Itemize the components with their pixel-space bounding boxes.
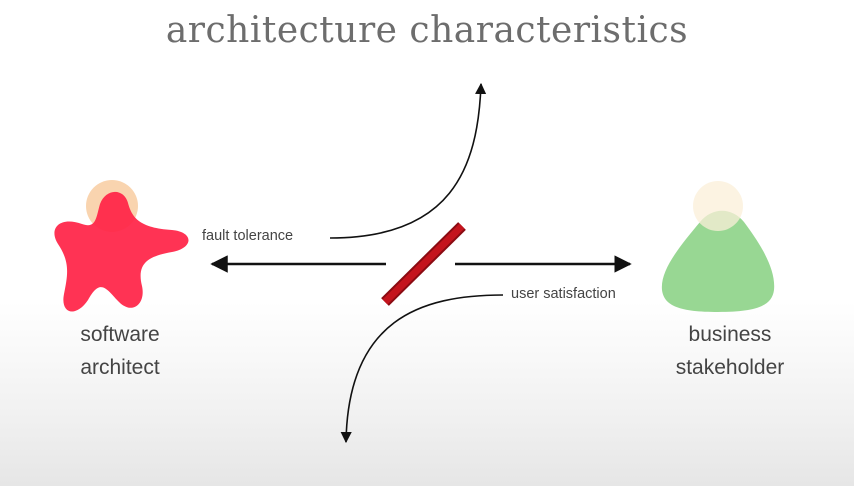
stakeholder-body xyxy=(661,210,775,312)
software-architect-figure xyxy=(54,180,189,312)
diagram-title: architecture characteristics xyxy=(165,10,689,51)
business-stakeholder-figure xyxy=(661,181,775,312)
curve-arrow-up xyxy=(329,82,487,239)
stakeholder-head xyxy=(693,181,743,231)
stakeholder-label-line2: stakeholder xyxy=(675,356,785,379)
stakeholder-label-line1: business xyxy=(688,323,772,346)
architect-label-line2: architect xyxy=(80,356,160,379)
curve-arrow-down xyxy=(340,294,504,444)
divider-slash-highlight xyxy=(382,223,465,305)
architect-label-line1: software xyxy=(80,323,160,346)
business-stakeholder-label: business stakeholder xyxy=(640,318,820,384)
architect-body xyxy=(54,191,189,312)
user-satisfaction-label: user satisfaction xyxy=(511,286,616,302)
software-architect-label: software architect xyxy=(50,318,190,384)
fault-tolerance-label: fault tolerance xyxy=(202,228,294,244)
